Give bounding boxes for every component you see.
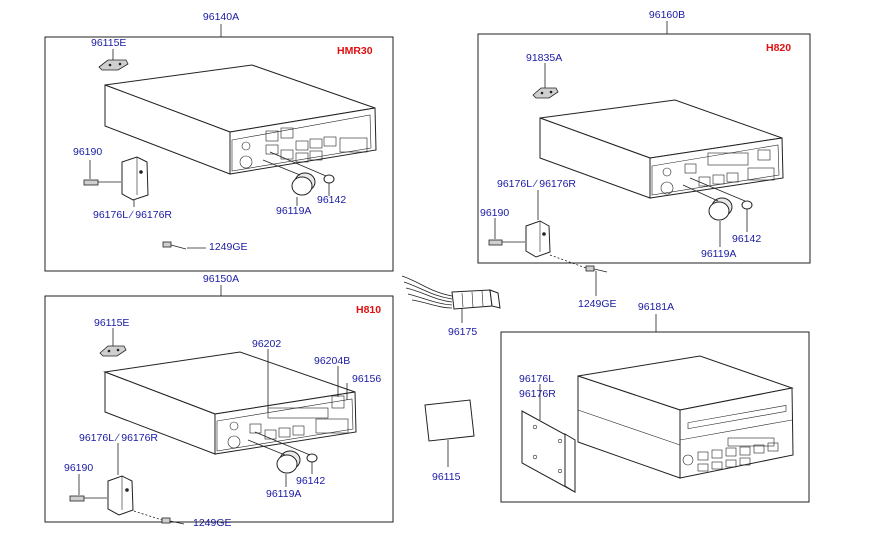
screw-part xyxy=(488,239,525,246)
model-label: H820 xyxy=(766,42,791,54)
button-part xyxy=(306,453,318,463)
group-frame xyxy=(477,33,811,264)
bracket-part xyxy=(99,345,127,357)
part-label-1249ge: 1249GE xyxy=(578,298,617,310)
part-label-96142: 96142 xyxy=(732,233,761,245)
group-top-right: 96160B H820 91835A xyxy=(477,9,811,310)
part-label-96119a: 96119A xyxy=(266,488,301,500)
part-label-96119a: 96119A xyxy=(701,248,736,260)
part-label-96142: 96142 xyxy=(317,194,346,206)
side-bracket xyxy=(525,220,551,258)
screw-part xyxy=(83,179,121,186)
card-part xyxy=(424,399,475,467)
part-label-96142: 96142 xyxy=(296,475,325,487)
radio-unit xyxy=(577,355,794,479)
radio-unit xyxy=(539,99,784,199)
group-ref-label: 96140A xyxy=(203,11,239,23)
part-label-1249ge: 1249GE xyxy=(209,241,248,253)
part-label-96115: 96115 xyxy=(432,471,461,483)
group-frame xyxy=(44,36,394,272)
bracket-part xyxy=(532,87,559,99)
bracket-part xyxy=(98,59,129,71)
group-ref-label: 96160B xyxy=(649,9,685,21)
part-label-96119a: 96119A xyxy=(276,205,311,217)
tapping-screw xyxy=(161,517,185,525)
group-top-left: 96140A HMR30 96115E xyxy=(44,11,394,272)
part-label-91835a: 91835A xyxy=(526,52,562,64)
tapping-screw xyxy=(162,241,187,250)
model-label: H810 xyxy=(356,304,381,316)
button-part xyxy=(741,200,753,210)
part-label-96190: 96190 xyxy=(480,207,509,219)
part-label-96176: 96176L ∕ 96176R xyxy=(497,178,576,190)
part-label-96176: 96176L ∕ 96176R xyxy=(79,432,158,444)
group-ref-label: 96150A xyxy=(203,273,239,285)
screw-part xyxy=(69,495,107,502)
group-ref-label: 96181A xyxy=(638,301,674,313)
wiring-harness xyxy=(401,275,501,310)
side-bracket xyxy=(107,475,134,516)
part-label-96204b: 96204B xyxy=(314,355,350,367)
group-bottom-right: 96181A xyxy=(500,301,810,503)
part-label-96190: 96190 xyxy=(73,146,102,158)
radio-unit xyxy=(104,64,377,175)
part-label-96115e: 96115E xyxy=(91,37,126,49)
part-label-96176l: 96176L xyxy=(519,373,554,385)
side-bracket xyxy=(121,156,149,201)
radio-unit xyxy=(103,351,357,455)
part-label-96202: 96202 xyxy=(252,338,281,350)
group-frame xyxy=(44,295,394,523)
part-label-96190: 96190 xyxy=(64,462,93,474)
side-bracket xyxy=(521,410,576,493)
tapping-screw xyxy=(585,265,608,273)
part-label-1249ge: 1249GE xyxy=(193,517,232,529)
knob-part xyxy=(276,450,301,474)
group-bottom-left: 96150A H810 96115E 96202 96204B 9 xyxy=(44,273,394,529)
knob-part xyxy=(291,172,316,196)
part-label-96176: 96176L ∕ 96176R xyxy=(93,209,172,221)
part-label-96115e: 96115E xyxy=(94,317,129,329)
part-label-96176r: 96176R xyxy=(519,388,556,400)
part-label-96175: 96175 xyxy=(448,326,477,338)
model-label: HMR30 xyxy=(337,45,373,57)
group-frame xyxy=(500,331,810,503)
knob-part xyxy=(708,197,733,221)
part-label-96156: 96156 xyxy=(352,373,381,385)
